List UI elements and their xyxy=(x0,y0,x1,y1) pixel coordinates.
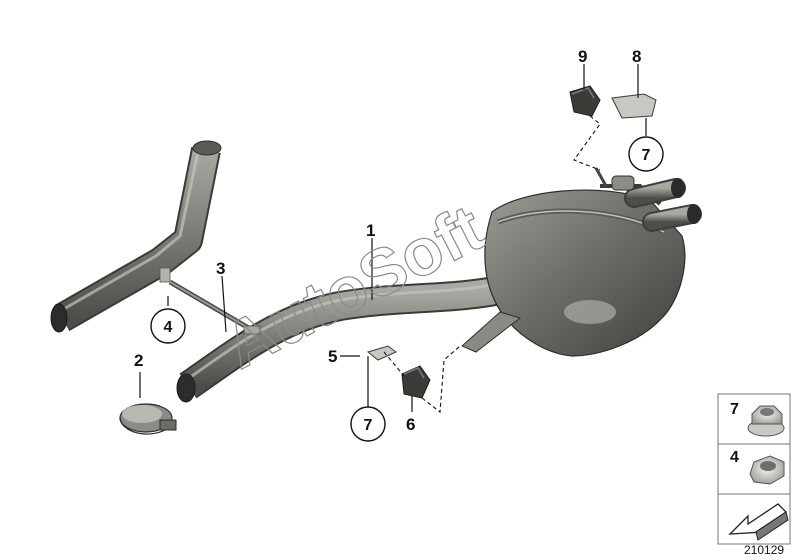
callout-1: 1 xyxy=(366,221,375,240)
callout-3: 3 xyxy=(216,259,225,278)
bracket-lower xyxy=(366,345,397,361)
bracket-upper xyxy=(611,93,657,119)
rear-muffler xyxy=(461,167,702,357)
rear-pipe xyxy=(176,275,503,403)
callout-4-circle: 4 xyxy=(150,308,186,344)
flange-nut-icon xyxy=(747,405,785,437)
callout-2: 2 xyxy=(134,351,143,370)
hex-nut-icon xyxy=(749,455,785,485)
support-bracket xyxy=(168,279,261,335)
callout-9: 9 xyxy=(578,47,587,66)
pipe-clamp xyxy=(119,403,177,435)
parts-legend: 7 4 xyxy=(717,393,791,545)
callout-7-lower: 7 xyxy=(364,417,373,434)
legend-number-4: 4 xyxy=(730,449,739,466)
front-pipe xyxy=(50,140,222,333)
legend-number-7: 7 xyxy=(730,401,739,418)
leader-lines xyxy=(139,64,647,412)
callout-5: 5 xyxy=(328,347,337,366)
callout-4: 4 xyxy=(164,319,173,336)
callouts: 1 2 3 5 6 8 9 4 7 7 xyxy=(134,47,664,442)
callout-7-circle-upper: 7 xyxy=(628,136,664,172)
callout-6: 6 xyxy=(406,415,415,434)
diagram-code: 210129 xyxy=(744,543,784,557)
assembly-lines xyxy=(383,115,601,414)
assembly-direction-arrow-icon xyxy=(728,503,789,541)
callout-7-upper: 7 xyxy=(642,147,651,164)
tailpipes xyxy=(624,178,702,232)
rubber-mount-lower xyxy=(401,365,431,399)
callout-8: 8 xyxy=(632,47,641,66)
rubber-mount-upper xyxy=(569,85,601,117)
callout-7-circle-lower: 7 xyxy=(350,406,386,442)
